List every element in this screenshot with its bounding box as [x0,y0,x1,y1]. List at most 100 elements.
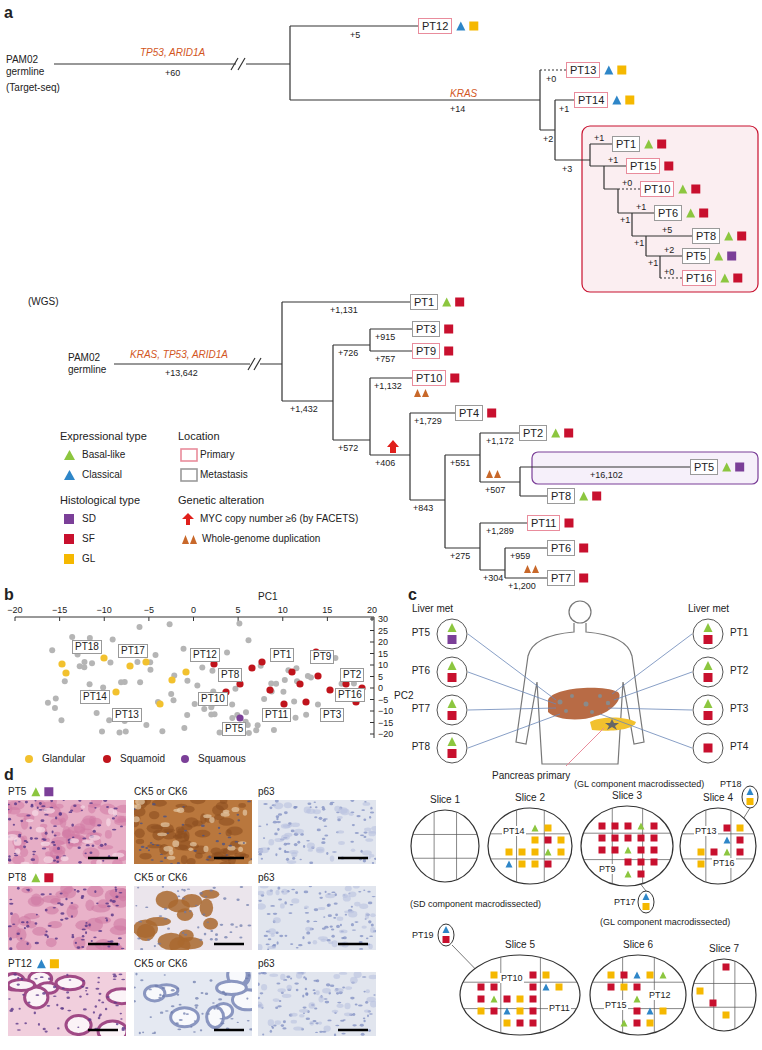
tissue-texture [85,922,87,924]
tissue-texture [341,1033,345,1035]
tissue-texture [239,937,242,939]
tissue-texture [304,905,309,908]
tissue-texture [326,983,331,986]
tissue-ground [134,800,252,864]
tissue-texture [235,926,238,928]
metastasis-circle: PT2 [692,656,724,688]
tissue-texture [24,840,27,842]
sample-point [81,664,87,670]
tissue-texture [56,861,59,864]
tissue-texture [222,991,225,994]
tissue-texture [81,897,84,900]
squamoid-point [280,700,287,707]
tissue-texture [291,898,299,903]
circle-outline [692,618,724,650]
tissue-texture [223,897,226,900]
legend-arrow [182,513,194,525]
histology-square [532,849,539,856]
sample-point [271,727,277,733]
figure-label: PT12 [8,958,32,970]
sample-point [52,705,58,711]
figure-label: Liver met [412,603,453,615]
slice-grid-line [488,858,572,859]
histology-square [517,1020,524,1027]
figure-label: +1,729 [414,416,442,426]
tissue-texture [288,912,292,914]
tissue-texture [282,994,292,998]
figure-label: (SD component macrodissected) [410,899,541,909]
tissue-texture [141,846,145,848]
tissue-texture [281,823,291,828]
sample-label: PT10 [644,183,670,195]
tissue-texture [232,807,240,812]
tissue-ground [8,886,126,950]
tissue-texture [101,1001,104,1003]
sample-box: PT1 [270,648,294,662]
circle-shape [437,619,467,649]
tissue-texture [284,811,288,814]
tissue-texture [274,833,278,836]
tissue-texture [34,838,38,840]
sample-box: PT11 [262,708,291,722]
sample-point [62,678,68,684]
sample-point [209,668,215,674]
tissue-texture [216,802,228,811]
tissue-texture [268,839,274,845]
tissue-texture [41,841,50,846]
expression-triangle [612,96,621,105]
sample-label: PT14 [83,691,107,702]
tissue-texture [330,925,333,927]
tissue-texture [92,844,95,847]
sample-box: PT11 [527,515,560,531]
tissue-texture [332,940,338,947]
tissue-texture [26,819,34,822]
figure-label: a [4,4,13,22]
tissue-texture [38,1023,40,1026]
tissue-texture [88,924,91,927]
tissue-texture [77,1027,79,1028]
tissue-texture [368,1029,371,1032]
tissue-texture [331,928,334,930]
expression-triangle [724,849,731,856]
tissue-texture [217,1008,219,1010]
histology-square [532,837,539,844]
tissue-texture [313,940,318,944]
histology-square [651,823,658,830]
histology-square [638,859,645,866]
tissue-texture [189,910,192,912]
slice-ellipse [680,808,756,884]
figure-label: +1 [608,155,618,165]
liver-metastases [558,694,611,714]
tissue-texture [184,830,187,832]
tissue-texture [306,840,310,841]
histology-square [532,861,539,868]
tissue-texture [363,890,365,891]
figure-label: −15 [52,605,67,615]
circle-shape [437,695,467,725]
histology-square [487,409,496,418]
tissue-texture [237,819,240,821]
slice-ellipse [581,806,673,886]
sample-label: PT1 [730,627,748,639]
sample-label: PT11 [265,709,288,720]
tissue-texture [350,799,354,802]
tissue-texture [372,896,376,897]
tissue-texture [308,942,311,945]
tissue-texture [258,826,261,828]
tissue-texture [52,831,54,834]
tissue-texture [152,803,156,805]
tissue-texture [227,846,235,851]
tissue-texture [238,803,246,808]
tissue-ground [8,800,126,864]
figure-label: Location [178,430,220,443]
tissue-texture [200,1029,202,1031]
tissue-texture [322,808,325,811]
expression-triangle [644,140,653,149]
tissue-texture [21,836,27,845]
tissue-texture [202,913,205,915]
micrograph [255,970,378,1036]
tissue-texture [72,836,74,838]
tissue-texture [121,948,125,950]
tissue-texture [294,829,304,834]
tissue-texture [205,993,208,995]
